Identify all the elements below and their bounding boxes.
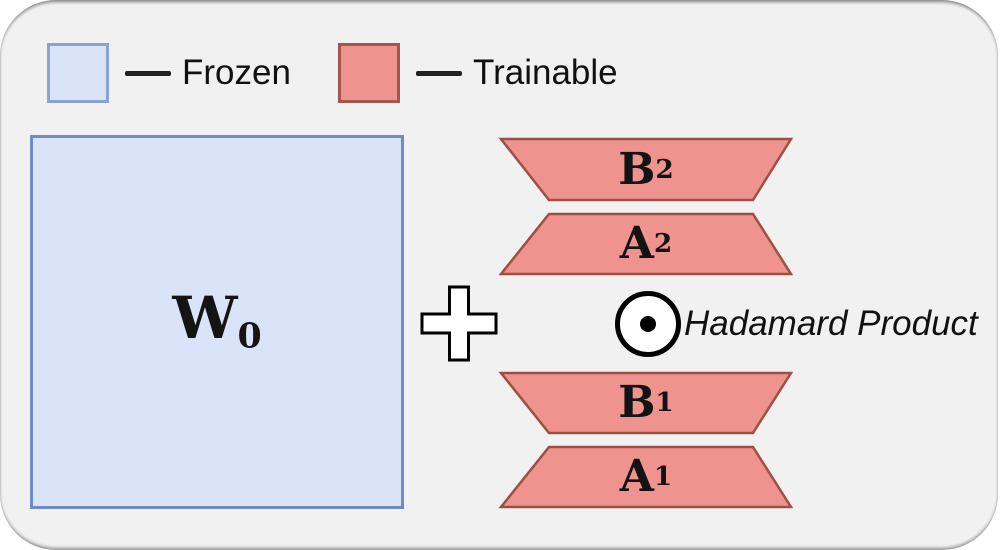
adapter-subscript: 2 [655, 153, 674, 185]
legend-label-trainable: Trainable [473, 53, 618, 92]
adapter-subscript: 1 [653, 460, 673, 492]
hadamard-product-icon [615, 291, 681, 357]
frozen-color-swatch [47, 43, 109, 103]
trapezoid-b2 [498, 137, 794, 202]
legend-dash [416, 70, 462, 76]
adapter-subscript: 1 [655, 386, 674, 418]
legend-label-frozen: Frozen [182, 53, 291, 92]
trapezoid-b1 [498, 371, 794, 435]
legend-item-frozen: Frozen [47, 43, 291, 103]
legend-dash [125, 70, 171, 76]
plus-icon [420, 285, 498, 362]
frozen-weight-matrix: W0 [30, 135, 404, 509]
legend-item-trainable: Trainable [338, 43, 618, 103]
adapter-subscript: 2 [653, 227, 673, 259]
trapezoid-a1 [498, 445, 794, 509]
matrix-label-w0: W0 [172, 284, 262, 357]
matrix-subscript: 0 [237, 315, 262, 357]
trapezoid-a2 [498, 212, 794, 276]
hadamard-product-label: Hadamard Product [684, 304, 978, 343]
trainable-color-swatch [338, 43, 400, 103]
